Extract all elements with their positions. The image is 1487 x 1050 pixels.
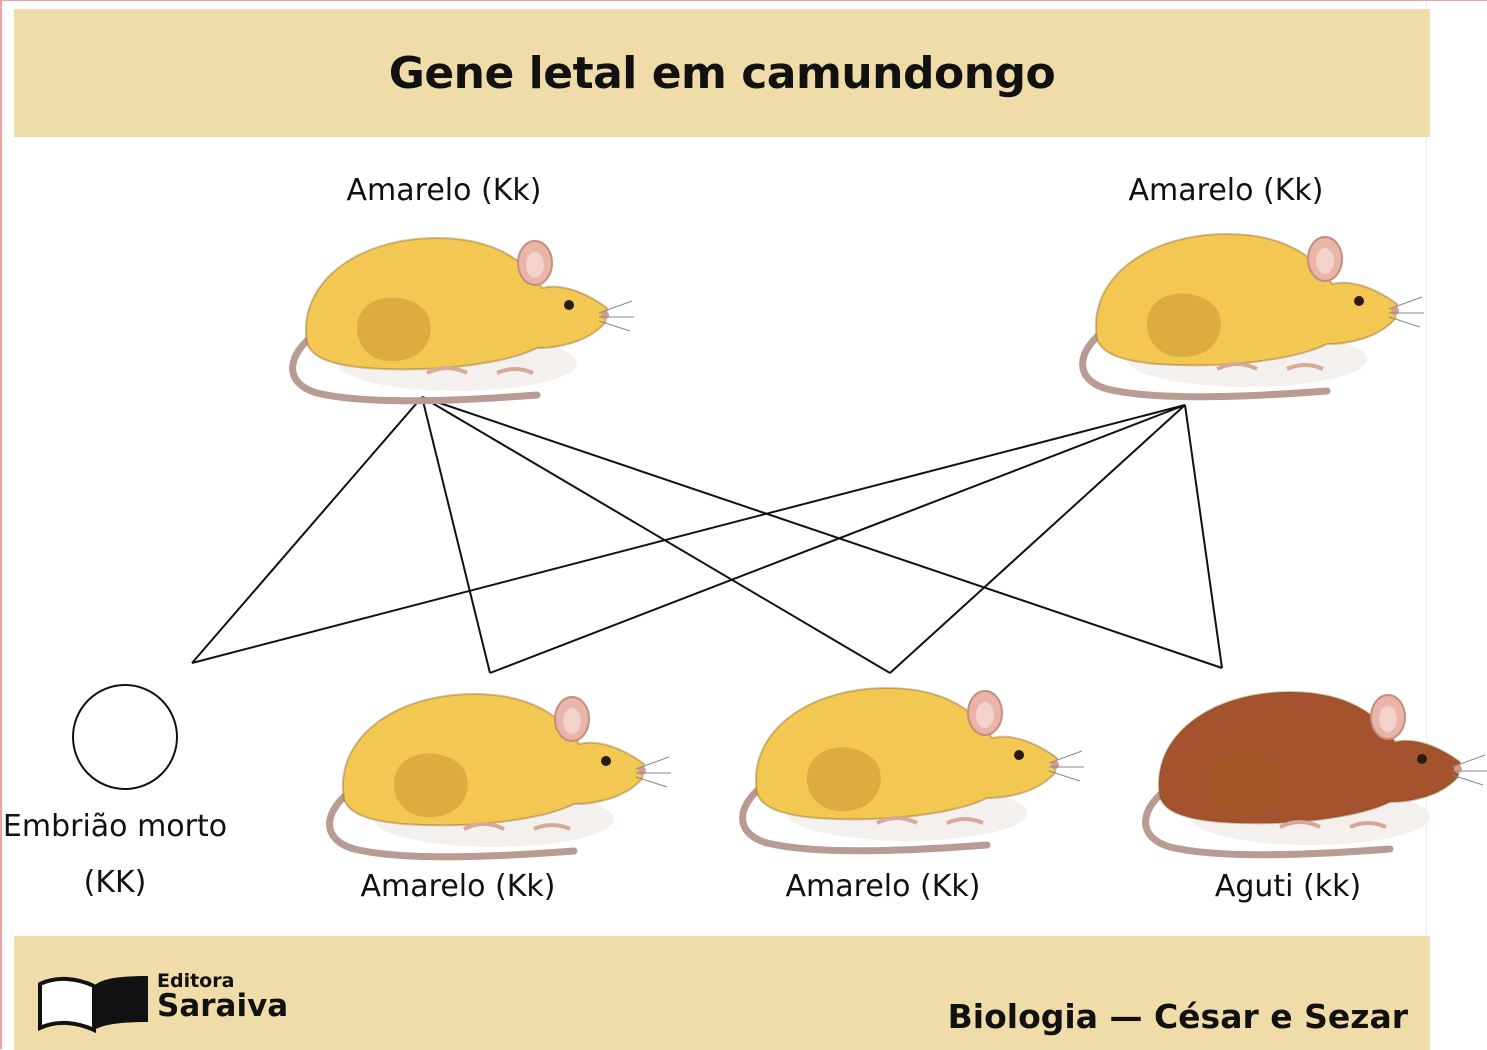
publisher-logo: Editora Saraiva (32, 966, 292, 1036)
offspring-4-label: Aguti (kk) (1215, 869, 1361, 904)
open-book-icon (32, 966, 152, 1036)
parent-1-label: Amarelo (Kk) (347, 173, 542, 208)
line-p1-offspring2 (422, 397, 490, 673)
line-p1-embryo (192, 397, 422, 663)
line-p1-offspring3 (422, 397, 890, 673)
offspring-mouse-agouti (1146, 692, 1487, 855)
offspring-mouse-yellow-2 (743, 688, 1084, 851)
cross-lines (192, 397, 1222, 673)
embryo-label-line2: (KK) (84, 865, 147, 900)
footer-band: Editora Saraiva Biologia — César e Sezar (14, 936, 1430, 1050)
dead-embryo-circle (73, 685, 177, 789)
line-p2-offspring4 (1185, 405, 1222, 668)
offspring-2-label: Amarelo (Kk) (361, 869, 556, 904)
line-p2-offspring3 (890, 405, 1185, 673)
publisher-name-line2: Saraiva (157, 988, 288, 1024)
line-p2-embryo (192, 405, 1185, 663)
parent-mouse-2 (1083, 234, 1424, 397)
offspring-3-label: Amarelo (Kk) (786, 869, 981, 904)
parent-2-label: Amarelo (Kk) (1129, 173, 1324, 208)
offspring-mouse-yellow-1 (330, 694, 671, 857)
line-p2-offspring2 (490, 405, 1185, 673)
parent-mouse-1 (293, 238, 634, 401)
embryo-label-line1: Embrião morto (3, 809, 227, 844)
book-credit: Biologia — César e Sezar (948, 997, 1408, 1036)
